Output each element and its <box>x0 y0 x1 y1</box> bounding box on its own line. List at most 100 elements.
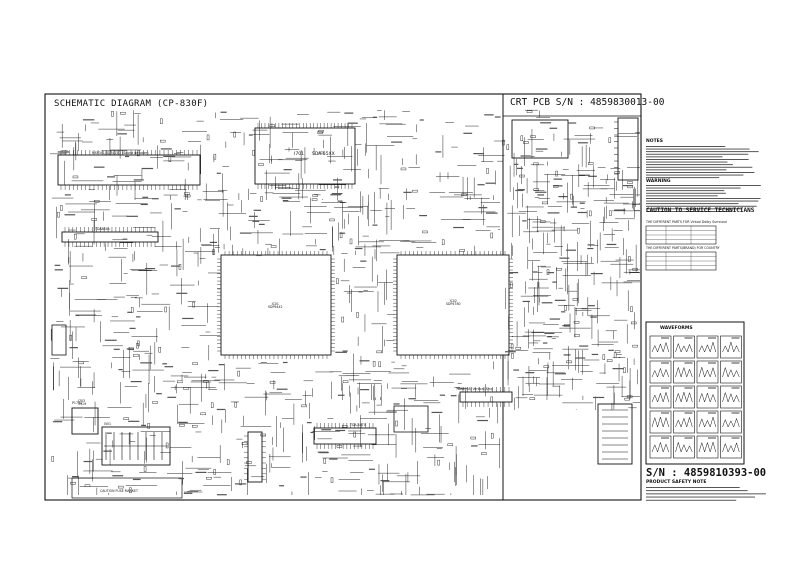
designator-mark <box>126 348 134 350</box>
waveform-cell <box>673 335 695 359</box>
designator-mark <box>276 388 288 390</box>
resistor <box>120 112 126 115</box>
resistor <box>177 380 183 384</box>
designator-mark <box>258 223 265 226</box>
designator-mark <box>170 265 181 267</box>
resistor <box>511 353 514 359</box>
designator-mark <box>337 200 343 202</box>
designator-mark <box>52 421 63 423</box>
waveform-label-mark <box>708 362 716 364</box>
parts-table-1-title: THE DIFFERENT PARTS FOR Virtual Dolby Su… <box>646 220 727 224</box>
designator-mark <box>485 182 496 184</box>
notes-text-line <box>646 146 726 147</box>
designator-mark <box>486 212 498 214</box>
sound-decoder-label: MSP3410G/3415G (Sound decoder) <box>92 151 149 155</box>
designator-mark <box>463 132 473 134</box>
designator-mark <box>419 119 424 121</box>
resistor <box>318 151 325 155</box>
designator-mark <box>579 202 585 204</box>
waveform-cell <box>649 385 672 409</box>
designator-mark <box>513 163 519 165</box>
designator-mark <box>542 342 548 344</box>
waveform-label-mark <box>731 437 740 439</box>
resistor <box>624 397 630 401</box>
resistor <box>160 118 163 124</box>
waveform-cell <box>649 335 672 359</box>
designator-mark <box>54 269 63 271</box>
resistor <box>200 412 206 416</box>
designator-mark <box>509 271 519 274</box>
resistor <box>400 167 407 171</box>
designator-mark <box>332 179 343 181</box>
designator-mark <box>393 403 400 405</box>
designator-mark <box>164 366 174 368</box>
waveform-trace <box>651 391 670 403</box>
notes-text-line <box>646 169 727 171</box>
notes-text-line <box>646 159 749 160</box>
designator-mark <box>561 311 566 313</box>
designator-mark <box>544 332 555 334</box>
designator-mark <box>562 325 570 327</box>
designator-mark <box>590 316 597 318</box>
warning-heading: WARNING <box>646 179 671 184</box>
resistor <box>412 189 418 193</box>
designator-mark <box>380 480 390 482</box>
resistor <box>490 232 493 239</box>
waveform-label-mark <box>661 412 669 414</box>
ic601-label: I501 <box>104 422 112 426</box>
designator-mark <box>248 215 258 217</box>
designator-mark <box>220 111 227 113</box>
resistor <box>632 344 638 348</box>
resistor <box>341 425 348 428</box>
waveform-cell <box>720 385 742 409</box>
designator-mark <box>567 122 577 124</box>
waveform-label-mark <box>684 337 693 339</box>
resistor <box>342 380 349 383</box>
designator-mark <box>540 122 552 124</box>
designator-mark <box>344 112 354 114</box>
waveform-label-mark <box>661 387 669 389</box>
resistor <box>519 174 525 178</box>
resistor <box>164 306 167 313</box>
resistor <box>318 129 324 133</box>
designator-mark <box>306 422 312 424</box>
resistor <box>239 479 242 486</box>
notes-heading: NOTES <box>646 139 663 144</box>
tda8844-label: TDA8844 <box>95 227 110 231</box>
ic502-body <box>396 254 510 356</box>
notes-text-line <box>646 203 739 205</box>
vertical-amp-label: TDA8358J Vertical Amp <box>456 387 493 391</box>
resistor <box>206 134 210 141</box>
designator-mark <box>439 394 446 396</box>
designator-mark <box>372 116 377 118</box>
waveform-label-mark <box>731 362 740 364</box>
resistor <box>226 459 230 465</box>
resistor <box>376 350 382 354</box>
resistor <box>606 359 613 362</box>
waveform-label-mark <box>731 387 740 389</box>
designator-mark <box>57 287 69 289</box>
designator-mark <box>163 155 176 158</box>
designator-mark <box>329 458 338 460</box>
designator-mark <box>477 184 485 186</box>
ic501-label: IC01 SDP9442 <box>268 302 283 310</box>
ic502-label: IC02 SDP4780 <box>446 299 461 307</box>
designator-mark <box>239 232 252 234</box>
waveform-label-mark <box>661 437 669 439</box>
waveform-label-mark <box>708 437 716 439</box>
designator-mark <box>113 348 120 350</box>
resistor <box>339 232 343 239</box>
resistor <box>211 402 214 408</box>
resistor <box>589 126 595 130</box>
designator-mark <box>64 214 76 216</box>
resistor <box>573 321 580 324</box>
notes-text-line <box>646 153 749 155</box>
product-safety-heading: PRODUCT SAFETY NOTE <box>646 480 707 485</box>
resistor <box>566 360 572 364</box>
designator-mark <box>253 209 262 211</box>
designator-mark <box>547 272 554 274</box>
designator-mark <box>216 494 227 496</box>
designator-mark <box>552 281 557 283</box>
designator-mark <box>141 424 146 427</box>
resistor <box>143 466 147 472</box>
